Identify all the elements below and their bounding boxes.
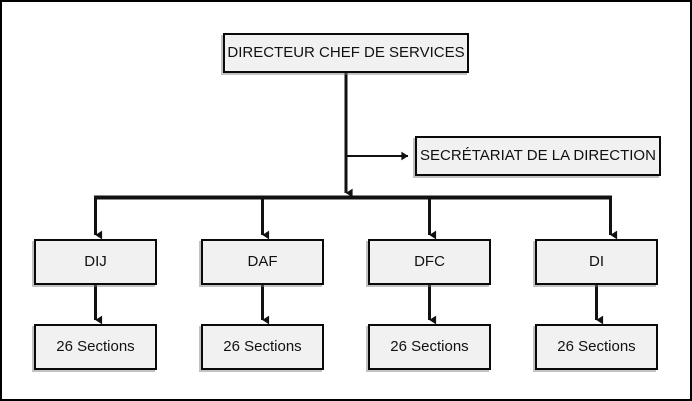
- director-label: DIRECTEUR CHEF DE SERVICES: [227, 43, 465, 61]
- department-label-3: DI: [589, 252, 604, 270]
- department-box-dfc: DFC: [368, 239, 491, 285]
- secretariat-box: SECRÉTARIAT DE LA DIRECTION: [415, 136, 661, 176]
- department-box-di: DI: [535, 239, 658, 285]
- section-label-1: 26 Sections: [223, 337, 302, 355]
- department-label-2: DFC: [414, 252, 445, 270]
- director-box: DIRECTEUR CHEF DE SERVICES: [223, 33, 469, 73]
- department-box-daf: DAF: [201, 239, 324, 285]
- section-box-3: 26 Sections: [535, 324, 658, 370]
- section-label-0: 26 Sections: [56, 337, 135, 355]
- department-box-dij: DIJ: [34, 239, 157, 285]
- section-box-0: 26 Sections: [34, 324, 157, 370]
- section-box-1: 26 Sections: [201, 324, 324, 370]
- department-label-0: DIJ: [84, 252, 107, 270]
- section-label-3: 26 Sections: [557, 337, 636, 355]
- department-label-1: DAF: [247, 252, 278, 270]
- secretariat-label: SECRÉTARIAT DE LA DIRECTION: [420, 146, 656, 164]
- section-label-2: 26 Sections: [390, 337, 469, 355]
- section-box-2: 26 Sections: [368, 324, 491, 370]
